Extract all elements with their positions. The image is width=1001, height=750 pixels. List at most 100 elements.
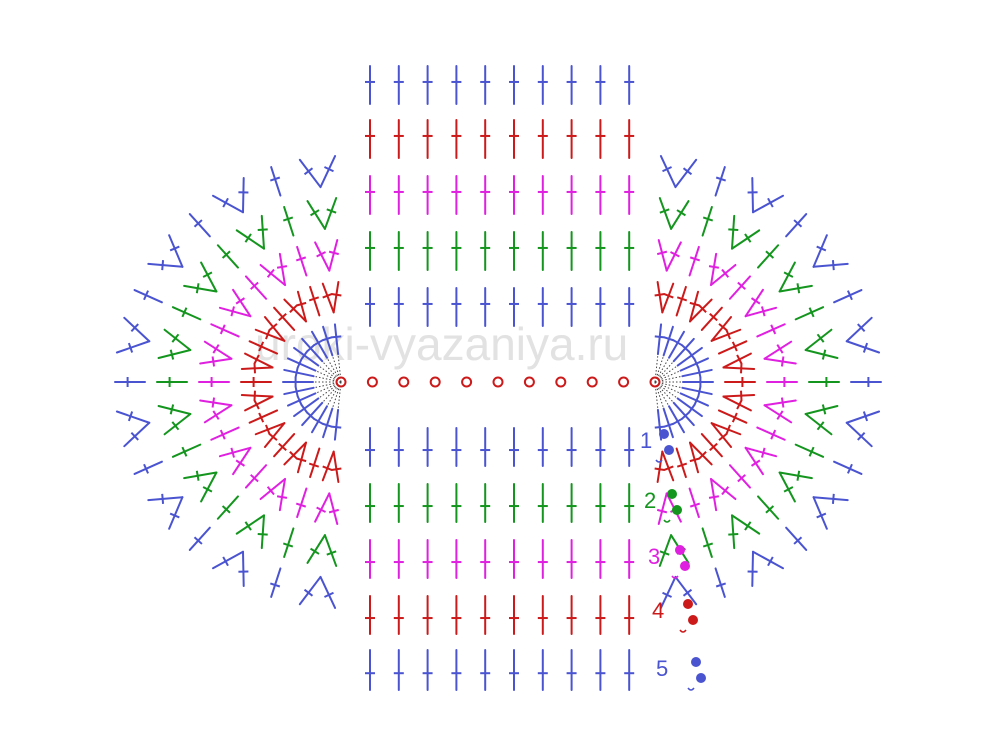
stitch-dc (679, 357, 709, 372)
stitch-dc (731, 514, 761, 535)
stitch-dc (766, 377, 798, 387)
stitch-post (168, 496, 184, 530)
stitch-post (298, 575, 322, 606)
stitch-post (273, 433, 296, 458)
stitch-dc (211, 194, 244, 214)
stitch-bar (308, 296, 320, 302)
stitch-dc (812, 496, 828, 530)
stitch-dc (661, 282, 675, 314)
stitch-post (323, 534, 338, 567)
stitch-dc (717, 340, 748, 355)
stitch-dc (393, 483, 404, 523)
stitch-dc (365, 649, 375, 691)
stitch-bar (222, 556, 229, 567)
stitch-post (242, 550, 245, 587)
stitch-post (235, 514, 265, 535)
stitch-post (656, 450, 664, 483)
stitch-post (260, 514, 265, 550)
stitch-bar (715, 582, 727, 588)
stitch-dc (238, 177, 249, 214)
stitch-bar (783, 486, 794, 493)
stitch-bar (659, 550, 670, 556)
stitch-bar (770, 429, 777, 440)
stitch-dc (658, 197, 673, 230)
stitch-post (681, 368, 713, 378)
stitch-dc (744, 306, 778, 318)
stitch-post (244, 464, 268, 489)
chain-stitch (555, 376, 567, 388)
stitch-bar (847, 463, 853, 474)
chain-stitch (523, 376, 535, 388)
stitch-post (812, 496, 828, 530)
stitch-post (710, 422, 733, 448)
stitch-dc (812, 234, 828, 268)
stitch-dc (710, 263, 737, 287)
stitch-dc (757, 495, 780, 520)
stitch-dc (624, 119, 635, 159)
stitch-dc (537, 483, 548, 523)
stitch-dc (282, 206, 295, 237)
stitch-dc (700, 306, 723, 331)
stitch-post (662, 407, 674, 439)
stitch-bar (783, 271, 794, 278)
stitch-post (314, 492, 331, 523)
stitch-dc (319, 575, 337, 609)
stitch-dc (393, 119, 404, 159)
stitch-dc (314, 241, 331, 272)
stitch-dc (672, 337, 695, 363)
stitch-dc (747, 550, 758, 587)
stitch-bar (821, 349, 827, 360)
stitch-bar (718, 433, 728, 441)
stitch-bar (313, 417, 324, 425)
stitch-dc (282, 377, 314, 387)
stitch-post (689, 298, 713, 323)
stitch-dc (480, 649, 491, 691)
stitch-post (722, 394, 756, 398)
stitch-post (218, 446, 252, 458)
stitch-dc (254, 422, 286, 436)
stitch-dc (812, 260, 849, 271)
stitch-post (728, 464, 752, 489)
stitch-post (115, 410, 151, 424)
stitch-dc (812, 493, 849, 504)
stitch-dc (422, 175, 433, 215)
stitch-dc (714, 166, 727, 197)
stitch-dc (566, 119, 577, 159)
stitch-post (287, 392, 317, 407)
stitch-bar (276, 495, 288, 499)
stitch-bar (793, 536, 803, 545)
stitch-bar (816, 333, 825, 343)
stitch-post (283, 441, 307, 466)
stitch-post (322, 325, 334, 357)
stitch-dc (728, 214, 739, 250)
stitch-dc (509, 539, 519, 579)
stitch-bar (656, 250, 668, 256)
stitch-dc (422, 231, 433, 271)
stitch-bar (676, 296, 688, 302)
stitch-dc (731, 229, 761, 250)
chain-stitch (429, 376, 441, 388)
stitch-dc (183, 283, 218, 294)
stitch-post (714, 567, 726, 598)
stitch-post (147, 262, 184, 268)
stitch-post (756, 323, 786, 338)
stitch-bar (689, 457, 700, 463)
stitch-dc (665, 241, 682, 272)
stitch-dc (509, 287, 519, 327)
stitch-dc (293, 346, 320, 367)
stitch-dc (595, 175, 606, 215)
stitch-post (211, 550, 244, 570)
stitch-dc (308, 285, 321, 317)
stitch-bar (235, 297, 246, 305)
stitch-dc (323, 197, 338, 230)
stitch-post (298, 158, 322, 189)
stitch-dc (211, 550, 244, 570)
stitch-post (244, 275, 268, 300)
stitch-dc (537, 595, 548, 635)
stitch-bar (143, 290, 149, 301)
stitch-post (700, 433, 723, 458)
stitch-post (701, 527, 713, 558)
stitch-post (306, 534, 326, 564)
stitch-dc (509, 483, 519, 523)
stitch-dc (276, 477, 288, 512)
